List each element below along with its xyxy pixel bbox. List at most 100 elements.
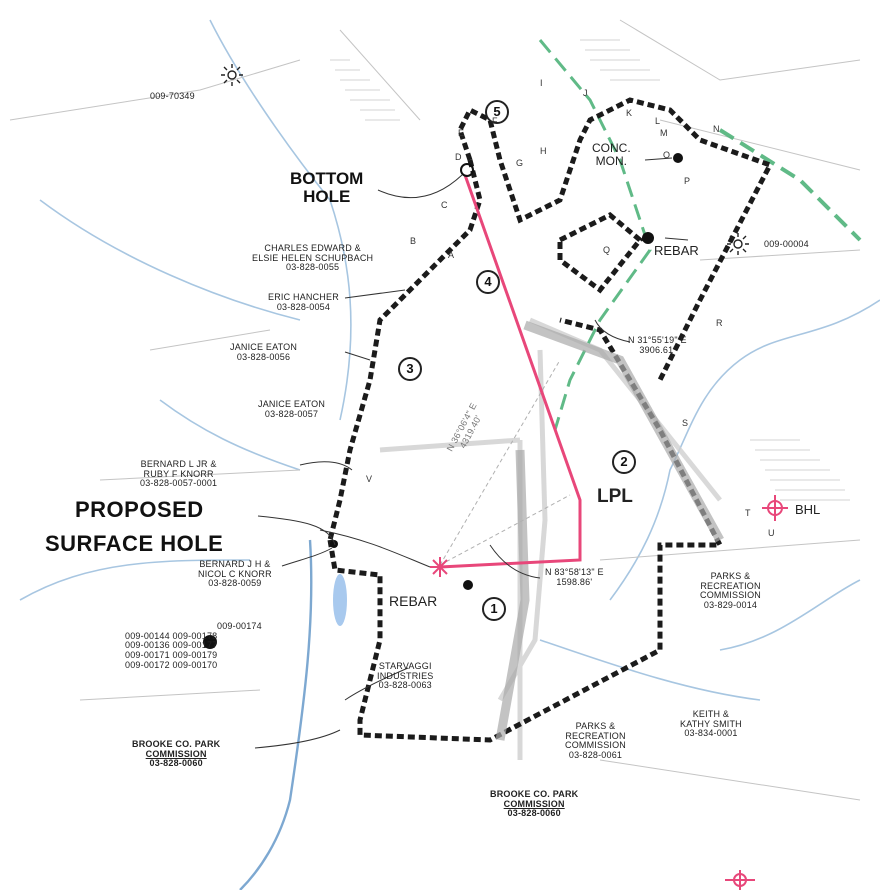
rebar-dot-top (642, 232, 654, 244)
knorr1-3: 03-828-0057-0001 (140, 478, 218, 489)
corner-letter-h: H (540, 146, 547, 156)
corner-letter-v: V (366, 474, 373, 484)
rebar-top-label: REBAR (654, 243, 699, 258)
corner-letter-s: S (682, 418, 689, 428)
conc-mon-line1: CONC. (592, 141, 631, 155)
bhl-label: BHL (795, 502, 821, 517)
tie-lines (439, 359, 571, 566)
parks2-4: 03-828-0061 (568, 750, 623, 761)
brooke2-2: COMMISSION (503, 798, 565, 809)
schupbach-1: CHARLES EDWARD & (264, 243, 361, 253)
parcel-knorr-1: BERNARD L JR & RUBY F KNORR 03-828-0057-… (140, 459, 218, 489)
cluster-id-2: 009-00144 009-00178 (125, 630, 218, 641)
parks1-4: 03-829-0014 (703, 600, 758, 611)
brooke2-3: 03-828-0060 (507, 808, 561, 819)
gray-lines (495, 320, 724, 741)
parks2-1: PARKS & (575, 721, 616, 731)
parcel-eaton-1: JANICE EATON 03-828-0056 (230, 342, 297, 362)
tract-number-4: 4 (476, 270, 500, 294)
corner-marker (725, 870, 755, 890)
parcel-smith: KEITH & KATHY SMITH 03-834-0001 (680, 709, 742, 739)
corner-letter-k: K (626, 108, 633, 118)
bearing-lat-1: N 83°58'13" E (545, 567, 604, 577)
corner-letter-e: E (458, 128, 465, 138)
surface-hole-marker (430, 557, 450, 577)
corner-letter-t: T (745, 508, 751, 518)
schupbach-3: 03-828-0055 (286, 262, 340, 273)
cluster-id-1: 009-00174 (217, 621, 262, 631)
conc-mon-label: CONC. MON. (592, 142, 631, 168)
eaton1-2: 03-828-0056 (236, 351, 291, 362)
lateral-line (439, 174, 582, 569)
corner-letter-g: G (516, 158, 524, 168)
parks2-2: RECREATION (565, 730, 626, 741)
streams (19, 19, 880, 890)
eaton2-2: 03-828-0057 (264, 408, 319, 419)
bottom-hole-line1: BOTTOM (290, 169, 364, 188)
proposed-line2: SURFACE HOLE (45, 530, 224, 556)
corner-letter-p: P (684, 176, 691, 186)
corner-letter-m: M (660, 128, 668, 138)
pond (333, 574, 347, 626)
bearing-lateral: N 83°58'13" E 1598.86' (545, 567, 604, 587)
parcel-eaton-2: JANICE EATON 03-828-0057 (258, 399, 326, 419)
tract-number-5: 5 (485, 100, 509, 124)
proposed-line1: PROPOSED (75, 497, 204, 522)
proposed-surface-hole-label: PROPOSED SURFACE HOLE (45, 498, 223, 556)
schupbach-2: ELSIE HELEN SCHUPBACH (252, 252, 374, 263)
bearing-ne-line: N 31°55'19" E 3906.61' (628, 335, 687, 355)
parks1-3: COMMISSION (700, 590, 762, 601)
corner-letter-q: Q (603, 245, 611, 255)
cluster-id-5: 009-00172 009-00170 (125, 659, 218, 670)
corner-letter-r: R (716, 318, 723, 328)
corner-letter-n: N (713, 124, 720, 134)
corner-letter-i: I (540, 78, 543, 88)
tract-number-3: 3 (398, 357, 422, 381)
parcel-lines (9, 19, 861, 801)
hatched-areas (330, 39, 850, 501)
bottom-hole-line2: HOLE (303, 187, 351, 207)
parcel-starvaggi: STARVAGGI INDUSTRIES 03-828-0063 (377, 661, 434, 691)
corner-letter-l: L (655, 116, 661, 126)
eaton2-1: JANICE EATON (258, 399, 326, 409)
property-boundary (327, 97, 774, 743)
tract-number-1: 1 (482, 597, 506, 621)
parcel-brooke-2: BROOKE CO. PARK COMMISSION 03-828-0060 (490, 789, 579, 819)
corner-letter-u: U (768, 528, 775, 538)
corner-letter-o: O (663, 150, 671, 160)
brooke1-2: COMMISSION (145, 748, 207, 759)
parcel-parks-1: PARKS & RECREATION COMMISSION 03-829-001… (700, 571, 762, 611)
knorr1-1: BERNARD L JR & (140, 459, 217, 469)
well-id-nw: 009-70349 (150, 91, 195, 101)
smith-3: 03-834-0001 (684, 728, 738, 739)
brooke1-3: 03-828-0060 (149, 758, 203, 769)
starvaggi-2: INDUSTRIES (377, 670, 434, 681)
bottom-hole-label: BOTTOM HOLE (290, 169, 364, 207)
well-id-ne: 009-00004 (764, 239, 809, 249)
well-symbol-cluster (203, 635, 217, 649)
parks1-2: RECREATION (700, 580, 761, 591)
parks2-3: COMMISSION (565, 740, 627, 751)
cluster-id-4: 009-00171 009-00179 (125, 650, 218, 661)
parcel-schupbach: CHARLES EDWARD & ELSIE HELEN SCHUPBACH 0… (252, 243, 374, 273)
smith-2: KATHY SMITH (680, 718, 742, 729)
green-line (538, 39, 862, 431)
brooke2-1: BROOKE CO. PARK (490, 789, 579, 799)
bearing-ne-1: N 31°55'19" E (628, 335, 687, 345)
parcel-parks-2: PARKS & RECREATION COMMISSION 03-828-006… (565, 721, 627, 761)
corner-letter-f: F (492, 116, 498, 126)
corner-letter-c: C (441, 200, 448, 210)
starvaggi-1: STARVAGGI (378, 661, 432, 671)
hancher-1: ERIC HANCHER (268, 292, 339, 302)
conc-mon-pin (673, 153, 683, 163)
parcel-brooke-1: BROOKE CO. PARK COMMISSION 03-828-0060 (132, 739, 220, 769)
bearing-ne-2: 3906.61' (639, 344, 676, 355)
bhl-marker (762, 495, 788, 521)
knorr2-1: BERNARD J H & (199, 559, 271, 569)
rebar-dot-bottom (463, 580, 473, 590)
bottom-hole-pin (460, 163, 474, 177)
conc-mon-line2: MON. (595, 153, 627, 168)
knorr2-3: 03-828-0059 (208, 578, 262, 589)
corner-letter-b: B (410, 236, 417, 246)
